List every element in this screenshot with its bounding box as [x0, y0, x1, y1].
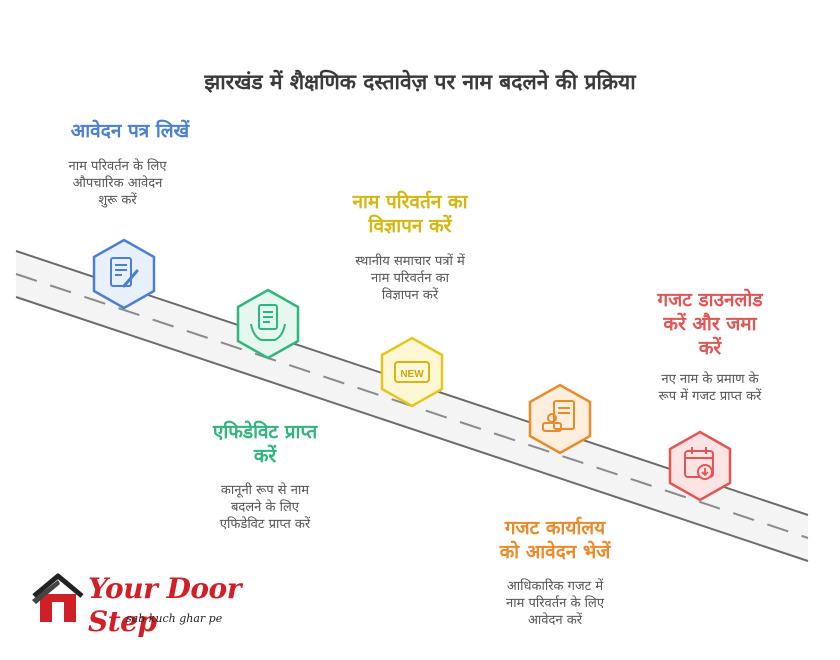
step-1-title: आवेदन पत्र लिखें — [70, 120, 190, 142]
step-3-title: नाम परिवर्तन काविज्ञापन करें — [352, 191, 468, 237]
page-title: झारखंड में शैक्षणिक दस्तावेज़ पर नाम बदल… — [204, 70, 636, 94]
brand-name: Your Door Step — [88, 572, 241, 638]
house-logo-icon — [32, 573, 84, 622]
brand-tagline: sab kuch ghar pe — [126, 612, 223, 625]
new-badge-label: NEW — [400, 369, 424, 380]
form-writing-icon — [91, 238, 157, 310]
step-5-description: नए नाम के प्रमाण केरूप में गजट प्राप्त क… — [658, 372, 762, 404]
affidavit-document-icon — [235, 288, 301, 360]
calendar-download-icon — [667, 430, 733, 502]
step-3-description: स्थानीय समाचार पत्रों मेंनाम परिवर्तन का… — [355, 254, 465, 303]
brand-logo: Your Door Step sab kuch ghar pe — [30, 570, 290, 638]
new-badge-icon: NEW — [379, 336, 445, 408]
certificate-stamp-icon — [527, 383, 593, 455]
